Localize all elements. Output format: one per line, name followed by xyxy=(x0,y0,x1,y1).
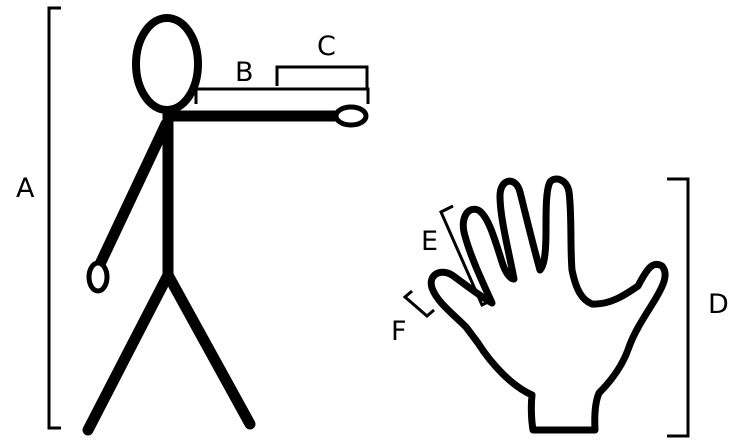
label-c: C xyxy=(317,31,336,62)
label-f: F xyxy=(391,316,407,347)
bracket-d xyxy=(667,179,688,436)
figure-hanging-arm xyxy=(101,124,166,262)
figure-head xyxy=(136,18,198,110)
figure-right-leg xyxy=(168,275,250,424)
figure-right-hand xyxy=(336,107,366,125)
stick-figure xyxy=(88,18,366,430)
label-e: E xyxy=(421,226,438,257)
bracket-a xyxy=(49,8,61,428)
figure-left-leg xyxy=(88,275,168,430)
label-d: D xyxy=(708,289,729,320)
hand-outline xyxy=(431,179,665,430)
bracket-f xyxy=(405,291,434,316)
figure-left-hand xyxy=(89,263,107,291)
label-a: A xyxy=(16,173,35,204)
bracket-c xyxy=(277,67,367,89)
label-b: B xyxy=(235,57,254,88)
bracket-b xyxy=(196,89,368,104)
